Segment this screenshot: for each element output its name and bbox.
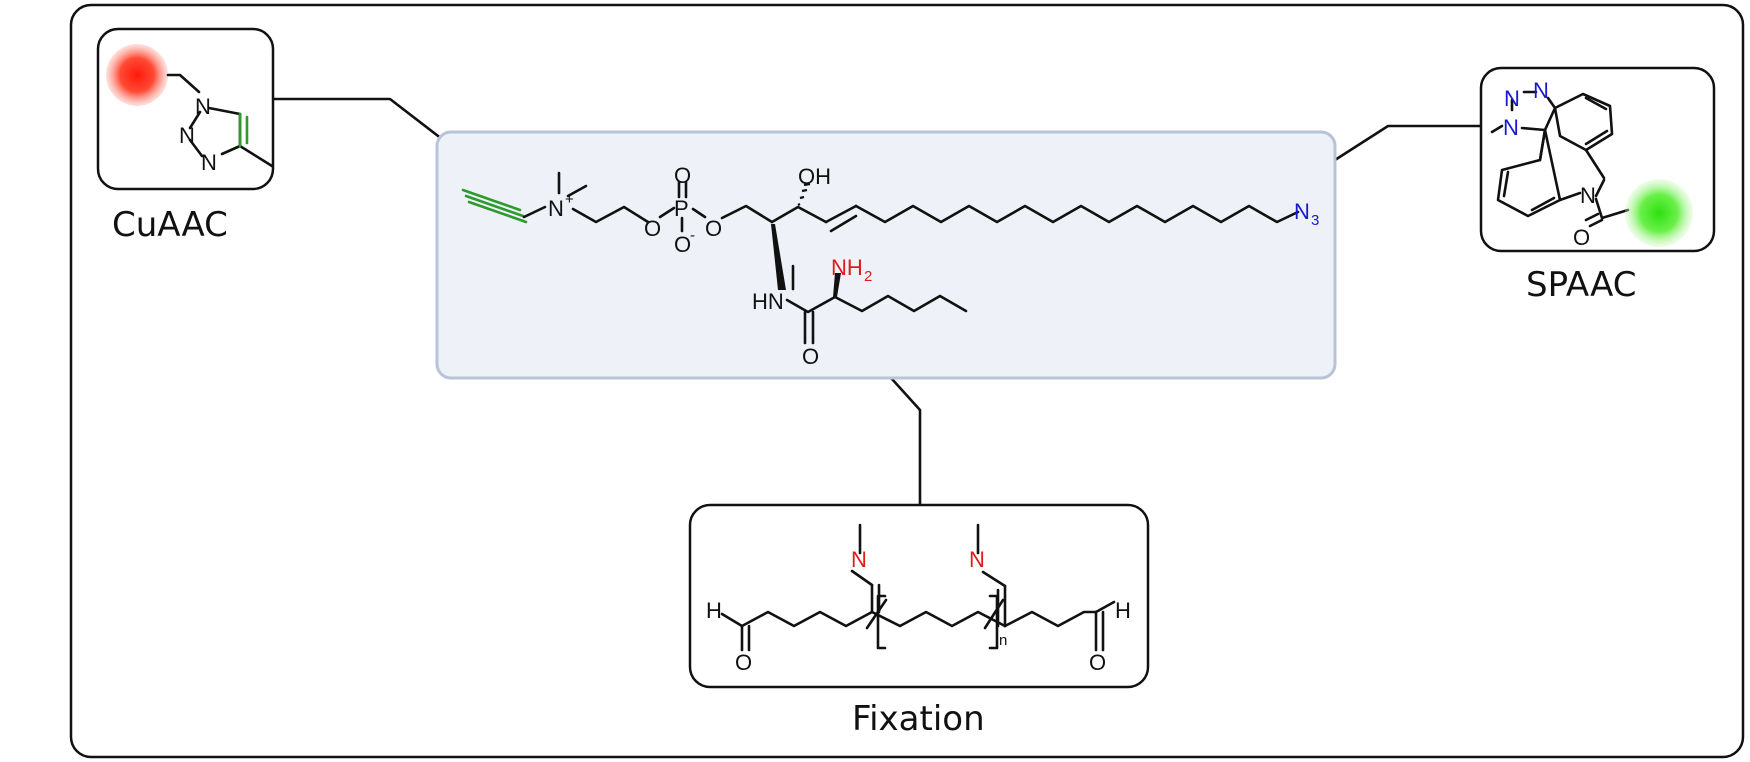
atom-phosphorus: P [674, 196, 689, 221]
atom-o-ester2: O [705, 216, 722, 241]
fixation-panel: H O N N n H O Fixation [688, 503, 1150, 739]
molecule-box [435, 130, 1337, 380]
caption-spaac: SPAAC [1526, 265, 1637, 305]
triazole-green-bond [238, 112, 249, 148]
fixation-bonds [720, 523, 1116, 652]
atom-carbonyl-o: O [802, 344, 819, 369]
fix-atom-n1: N [851, 547, 867, 572]
lipid-molecule: N + O P O O - O OH N 3 HN O NH 2 [461, 163, 1319, 369]
outer-frame [69, 3, 1745, 759]
atom-minus-charge: - [690, 227, 695, 244]
atom-nh2-sub: 2 [864, 268, 872, 285]
atom-azide-n: N [1294, 199, 1310, 224]
caption-cuaac: CuAAC [112, 205, 228, 245]
spaac-atom-amide-n: N [1580, 183, 1596, 208]
spaac-atom-n3: N [1533, 78, 1549, 103]
spaac-atom-n1: N [1503, 115, 1519, 140]
red-dye-icon [106, 44, 168, 106]
fix-atom-h-right: H [1115, 598, 1131, 623]
cuaac-atom-n1: N [195, 94, 211, 119]
caption-fixation: Fixation [852, 699, 985, 739]
fixation-box [688, 503, 1150, 689]
atom-o-double: O [674, 163, 691, 188]
cuaac-atom-n2: N [179, 123, 195, 148]
spaac-bonds [1490, 90, 1630, 228]
fix-atom-o-left: O [735, 650, 752, 675]
alkyne-group [461, 188, 528, 224]
atom-o-ester1: O [644, 216, 661, 241]
triazole-bonds [166, 73, 274, 168]
fix-atom-n2: N [969, 547, 985, 572]
atom-plus-charge: + [565, 191, 574, 208]
atom-oh: OH [798, 164, 831, 189]
fix-subscript-n: n [999, 632, 1007, 649]
atom-o-minus: O [674, 232, 691, 257]
cuaac-panel: N N N CuAAC [96, 27, 275, 245]
atom-hn: HN [752, 289, 784, 314]
cuaac-atom-n3: N [201, 150, 217, 175]
atom-azide-sub: 3 [1311, 212, 1319, 229]
fix-atom-h-left: H [706, 598, 722, 623]
atom-n-plus: N [548, 196, 564, 221]
fix-atom-o-right: O [1089, 650, 1106, 675]
oh-hash-bond [797, 182, 811, 206]
spaac-atom-n2: N [1504, 86, 1520, 111]
spaac-panel: N N N N O SPAAC [1479, 66, 1716, 305]
spaac-atom-o: O [1573, 225, 1590, 250]
headgroup-bonds [522, 171, 1300, 345]
atom-nh2: NH [831, 255, 863, 280]
green-dye-icon [1625, 179, 1693, 247]
